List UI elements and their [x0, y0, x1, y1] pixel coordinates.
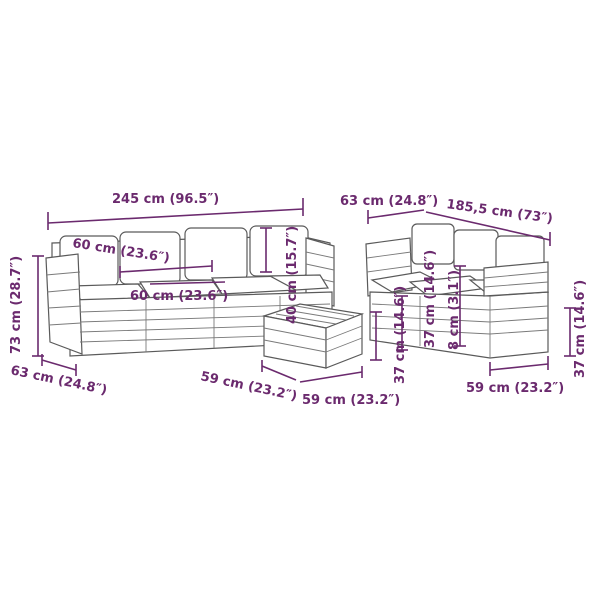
label-cushion-height: 40 cm (15.7″) [285, 226, 300, 324]
label-right-width: 59 cm (23.2″) [466, 381, 564, 396]
label-sofa-length: 245 cm (96.5″) [112, 192, 219, 207]
label-corner-length: 185,5 cm (73″) [445, 197, 553, 227]
label-corner-depth: 63 cm (24.8″) [340, 194, 438, 209]
label-total-height: 73 cm (28.7″) [9, 256, 24, 354]
label-armrest-height: 37 cm (14.6″) [423, 250, 438, 348]
label-leg-height: 8 cm (3.1″) [447, 270, 462, 350]
right-sofa [365, 223, 550, 359]
label-seat-width: 60 cm (23.6″) [130, 289, 228, 304]
ottoman [261, 303, 365, 369]
label-ottoman-height: 37 cm (14.6″) [393, 286, 408, 384]
label-ottoman-width: 59 cm (23.2″) [302, 393, 400, 408]
label-right-height: 37 cm (14.6″) [573, 280, 588, 378]
dimension-lines [32, 198, 576, 383]
label-depth-left: 63 cm (24.8″) [9, 363, 108, 398]
